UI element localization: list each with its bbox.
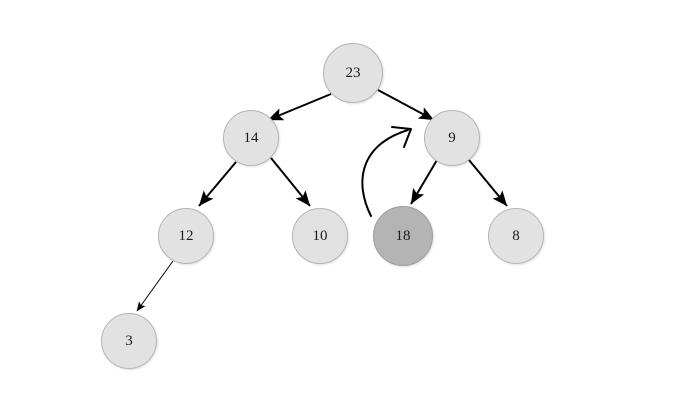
tree-edge-9-8 (468, 159, 508, 207)
tree-edge-14-10 (270, 157, 311, 207)
tree-node-label: 3 (125, 332, 133, 349)
tree-edges (136, 89, 508, 312)
tree-node-label: 23 (345, 64, 361, 81)
tree-edge-9-18 (410, 159, 438, 205)
tree-node-8[interactable]: 8 (488, 208, 544, 264)
tree-node-label: 9 (448, 129, 456, 146)
tree-edge-23-9 (377, 89, 435, 121)
rotation-arrow-curve (361, 129, 409, 217)
tree-node-14[interactable]: 14 (223, 110, 279, 166)
tree-edge-23-14 (267, 93, 332, 121)
rotation-arrow (361, 126, 412, 217)
tree-node-9[interactable]: 9 (424, 110, 480, 166)
tree-node-label: 14 (243, 129, 259, 146)
tree-edge-12-3 (136, 260, 174, 312)
tree-node-label: 8 (512, 227, 520, 244)
tree-node-label: 12 (178, 227, 194, 244)
tree-node-18[interactable]: 18 (373, 206, 433, 266)
tree-node-12[interactable]: 12 (158, 208, 214, 264)
tree-node-label: 10 (312, 227, 328, 244)
tree-node-10[interactable]: 10 (292, 208, 348, 264)
tree-node-23[interactable]: 23 (323, 43, 383, 103)
tree-edge-14-12 (198, 161, 237, 207)
rotation-arrow-head-icon (391, 126, 412, 148)
tree-node-3[interactable]: 3 (101, 313, 157, 369)
tree-node-label: 18 (395, 227, 411, 244)
